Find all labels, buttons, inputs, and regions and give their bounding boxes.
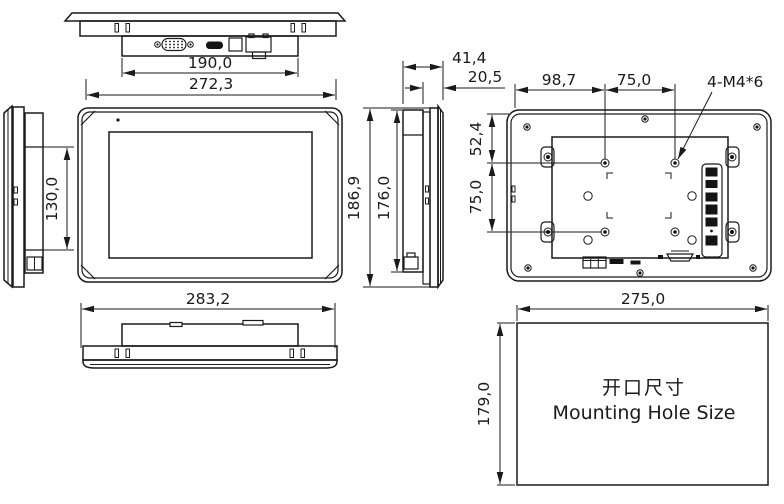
dim-glass-width: 283,2 xyxy=(80,290,336,348)
corner-caps xyxy=(80,110,340,280)
screen xyxy=(108,131,313,259)
dim-label-130: 130,0 xyxy=(43,177,61,221)
vga-connector-icon xyxy=(665,253,695,262)
back-outer xyxy=(506,109,772,282)
ethernet-port-icon xyxy=(245,33,272,60)
dim-label-20: 20,5 xyxy=(468,68,503,86)
dim-rear-box-height: 130,0 xyxy=(43,146,74,251)
top-view: 190,0 272,3 xyxy=(63,12,347,100)
io-port-column xyxy=(701,163,723,258)
side-view: 41,4 20,5 186,9 176,0 xyxy=(345,49,505,290)
front-bezel-inner xyxy=(81,111,339,279)
dim-hole-offset-y: 52,4 xyxy=(467,113,601,164)
dim-label-75-top: 75,0 xyxy=(617,71,652,89)
cutout-title-en: Mounting Hole Size xyxy=(553,402,736,424)
vent-slots xyxy=(114,23,306,33)
hdmi-port-icon xyxy=(206,41,223,49)
dim-hole-pitch-y: 75,0 xyxy=(467,164,601,233)
bezel-edge xyxy=(82,345,338,361)
vent-slots xyxy=(114,348,305,358)
dim-total-depth: 41,4 xyxy=(402,49,487,104)
rear-panel xyxy=(551,136,729,259)
dim-body-width: 272,3 xyxy=(85,75,337,100)
chassis-screw-icons xyxy=(523,115,761,277)
bottom-connector xyxy=(403,252,419,270)
vent-slot xyxy=(511,195,516,203)
vga-port-icon xyxy=(154,37,194,52)
glass-profile xyxy=(3,104,13,289)
bezel-profile xyxy=(12,106,25,288)
rear-box-edge xyxy=(121,323,299,347)
connector-label xyxy=(630,260,641,265)
box-notch xyxy=(242,319,264,326)
dim-label-186: 186,9 xyxy=(345,176,363,220)
bezel-profile xyxy=(429,107,439,288)
led-dot xyxy=(116,118,120,122)
box-notch xyxy=(169,321,183,328)
glass-edge xyxy=(82,359,338,369)
bottom-view: 283,2 xyxy=(80,290,338,369)
bottom-connector xyxy=(26,256,43,271)
front-view xyxy=(77,107,343,283)
cutout-view: 275,0 179,0 开口尺寸 Mounting Hole Size xyxy=(475,290,769,486)
back-view: 98,7 75,0 4-M4*6 52,4 75,0 xyxy=(467,71,772,282)
back-inner xyxy=(510,113,768,278)
dim-label-52: 52,4 xyxy=(467,122,485,157)
bottom-connectors xyxy=(582,250,700,269)
thread-callout-label: 4-M4*6 xyxy=(707,73,763,91)
left-side-view: 130,0 xyxy=(3,104,74,289)
dim-label-176: 176,0 xyxy=(375,176,393,220)
vent-slot xyxy=(425,185,429,193)
rear-box-profile xyxy=(402,109,424,273)
front-bezel-outer xyxy=(77,107,343,283)
glass-profile xyxy=(437,103,444,290)
dim-cutout-width: 275,0 xyxy=(516,290,769,321)
dim-label-272: 272,3 xyxy=(189,75,233,93)
dim-label-179: 179,0 xyxy=(475,382,493,426)
dim-hole-pitch-x: 75,0 xyxy=(606,71,674,94)
dim-cutout-height: 179,0 xyxy=(475,322,515,486)
dim-box-height: 176,0 xyxy=(375,109,402,273)
connector-label xyxy=(609,259,624,264)
vent-slot xyxy=(13,198,18,206)
panel-hole-icons xyxy=(583,191,697,245)
dim-label-75-left: 75,0 xyxy=(467,180,485,215)
vent-slot xyxy=(13,186,18,194)
dim-label-275: 275,0 xyxy=(621,290,665,308)
rear-box-edge xyxy=(121,35,299,57)
dim-label-41: 41,4 xyxy=(452,49,487,67)
cutout-rect xyxy=(516,322,769,486)
dim-label-190: 190,0 xyxy=(188,54,232,72)
dim-front-depth: 20,5 xyxy=(405,68,505,104)
vesa-hole-icons xyxy=(600,158,680,237)
usb-port-icon xyxy=(228,37,243,52)
dim-label-98: 98,7 xyxy=(542,71,577,89)
vent-slot xyxy=(511,185,516,193)
glass-edge xyxy=(63,12,347,22)
dim-connector-span: 190,0 xyxy=(121,54,299,77)
thread-callout: 4-M4*6 xyxy=(677,73,763,160)
dim-hole-offset-x: 98,7 xyxy=(514,71,676,159)
dim-label-283: 283,2 xyxy=(186,290,230,308)
rear-box-profile xyxy=(24,112,44,274)
vent-slot xyxy=(425,197,429,205)
vesa-bracket-marks xyxy=(606,172,672,219)
dim-overall-height: 186,9 xyxy=(345,107,434,288)
cutout-title-cn: 开口尺寸 xyxy=(602,377,686,399)
